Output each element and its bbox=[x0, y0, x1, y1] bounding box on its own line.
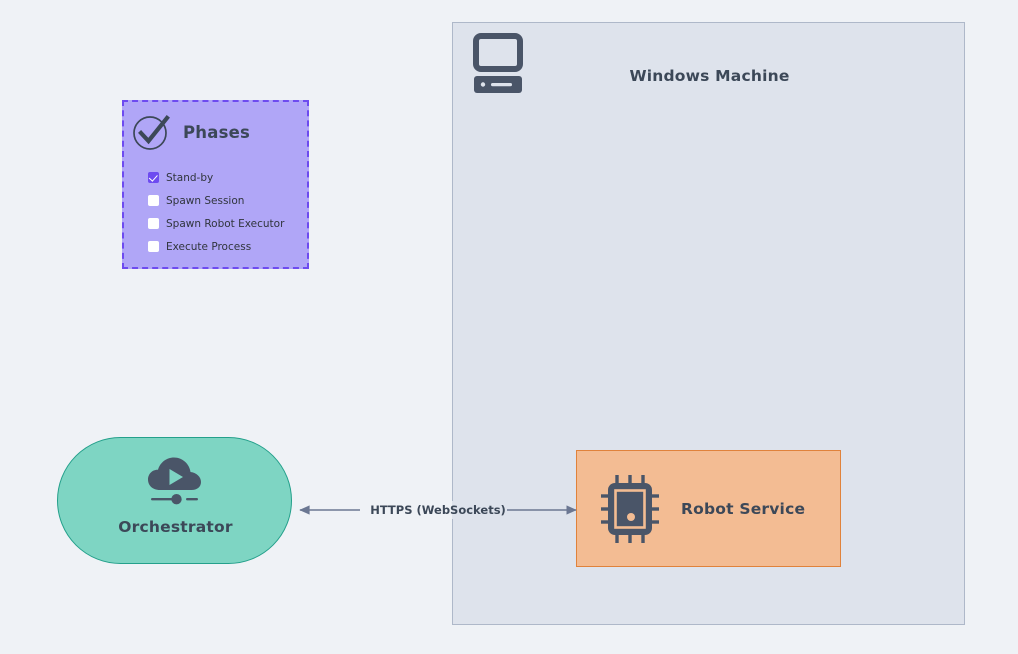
phases-panel: Phases Stand-by Spawn Session Spawn Robo… bbox=[122, 100, 309, 269]
phases-list: Stand-by Spawn Session Spawn Robot Execu… bbox=[148, 166, 308, 258]
connector-label-backdrop-left bbox=[360, 501, 452, 519]
list-item-label: Spawn Robot Executor bbox=[166, 217, 285, 230]
list-item[interactable]: Spawn Session bbox=[148, 189, 308, 212]
cpu-chip-icon bbox=[599, 473, 661, 545]
desktop-computer-icon bbox=[473, 33, 527, 95]
robot-service-label: Robot Service bbox=[681, 499, 806, 518]
orchestrator-node[interactable]: Orchestrator bbox=[57, 437, 292, 564]
robot-service-node[interactable]: Robot Service bbox=[576, 450, 841, 567]
checkbox-execute-process[interactable] bbox=[148, 241, 159, 252]
connector-label-backdrop-right bbox=[452, 501, 507, 519]
cloud-play-slider-icon bbox=[143, 456, 207, 506]
list-item-label: Execute Process bbox=[166, 240, 252, 253]
orchestrator-label: Orchestrator bbox=[118, 518, 233, 536]
list-item-label: Spawn Session bbox=[166, 194, 245, 207]
list-item[interactable]: Execute Process bbox=[148, 235, 308, 258]
checkbox-spawn-session[interactable] bbox=[148, 195, 159, 206]
checkbox-spawn-robot-executor[interactable] bbox=[148, 218, 159, 229]
phases-title: Phases bbox=[183, 122, 251, 142]
windows-machine-title: Windows Machine bbox=[629, 67, 790, 85]
circle-check-icon bbox=[130, 110, 174, 154]
phases-header: Phases bbox=[130, 108, 305, 156]
list-item[interactable]: Spawn Robot Executor bbox=[148, 212, 308, 235]
list-item-label: Stand-by bbox=[166, 171, 214, 184]
list-item[interactable]: Stand-by bbox=[148, 166, 308, 189]
checkbox-stand-by[interactable] bbox=[148, 172, 159, 183]
